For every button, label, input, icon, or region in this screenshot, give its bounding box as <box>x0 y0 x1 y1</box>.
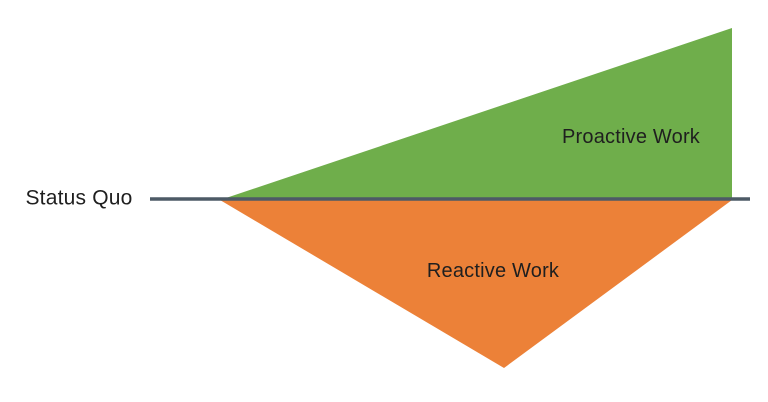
proactive-triangle <box>220 28 732 200</box>
reactive-work-label: Reactive Work <box>426 260 560 282</box>
reactive-triangle <box>220 200 732 368</box>
proactive-work-label: Proactive Work <box>561 126 701 148</box>
status-quo-label: Status Quo <box>25 186 133 210</box>
